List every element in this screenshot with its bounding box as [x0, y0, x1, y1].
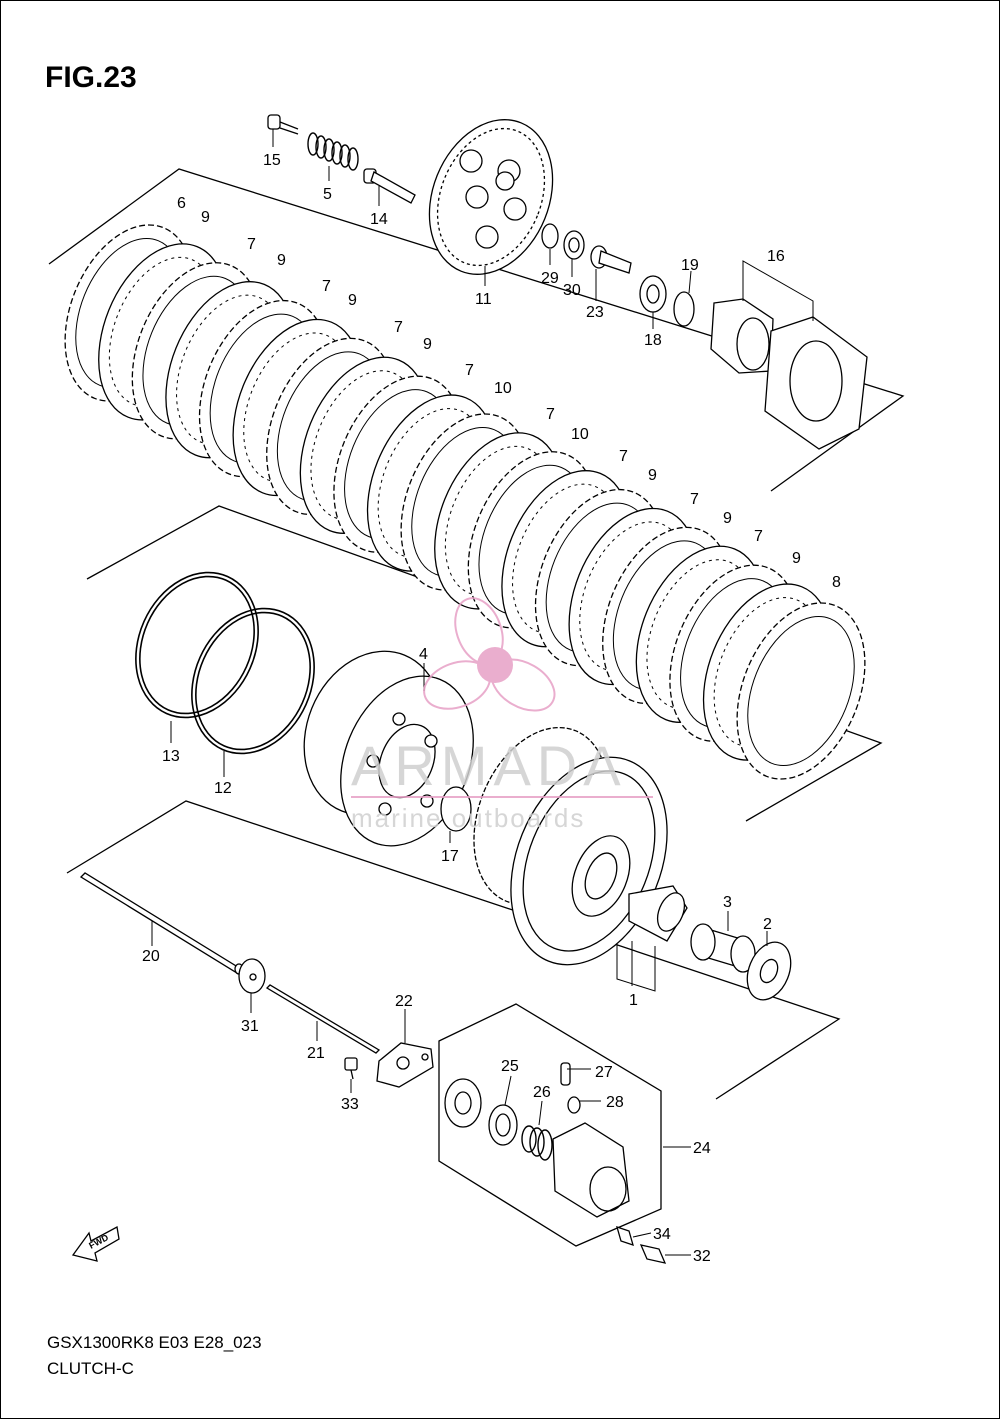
- callout-9a: 9: [201, 209, 210, 226]
- slave-cylinder-body-part-24: [552, 1122, 630, 1218]
- bolt-part-15: [267, 114, 299, 135]
- callout-3: 3: [723, 894, 732, 911]
- spring-part-5: [307, 132, 359, 171]
- spring-part-26: [521, 1125, 553, 1161]
- watermark-brand: ARMADA: [351, 734, 627, 797]
- clutch-plate-stack: [64, 224, 866, 780]
- friction-plate: [736, 602, 866, 780]
- callout-32: 32: [693, 1248, 711, 1265]
- nut-part-18: [639, 275, 667, 313]
- callout-25: 25: [501, 1058, 519, 1075]
- primary-driven-gear-part-1: [473, 726, 688, 966]
- callout-24: 24: [693, 1140, 711, 1157]
- watermark: ARMADA marine outboards: [351, 597, 653, 833]
- callout-7e: 7: [546, 406, 555, 423]
- callout-2: 2: [763, 916, 772, 933]
- push-rod-part-21: [265, 984, 381, 1054]
- drawing-name: CLUTCH-C: [47, 1359, 134, 1378]
- washer-part-29: [541, 223, 559, 249]
- callout-34: 34: [653, 1226, 671, 1243]
- pin-part-14: [363, 168, 416, 204]
- callout-14: 14: [370, 211, 388, 228]
- dowel-part-34: [616, 1225, 634, 1247]
- callout-9e: 9: [648, 467, 657, 484]
- callout-19: 19: [681, 257, 699, 274]
- callout-7c: 7: [394, 319, 403, 336]
- bolt-part-33: [344, 1057, 358, 1080]
- frame-top-section: [48, 168, 905, 492]
- callout-30: 30: [563, 282, 581, 299]
- wire-ring-part-13: [135, 571, 259, 719]
- callout-28: 28: [606, 1094, 624, 1111]
- callout-9d: 9: [423, 336, 432, 353]
- callout-27: 27: [595, 1064, 613, 1081]
- cover-gasket-part-22: [376, 1042, 434, 1088]
- callout-9f: 9: [723, 510, 732, 527]
- rod-part-23: [590, 245, 632, 274]
- bleeder-part-27: [560, 1062, 571, 1086]
- callout-15: 15: [263, 152, 281, 169]
- callout-7h: 7: [754, 528, 763, 545]
- callout-22: 22: [395, 993, 413, 1010]
- washer-part-19: [673, 291, 695, 327]
- callout-9g: 9: [792, 550, 801, 567]
- cap-part-28: [567, 1096, 581, 1114]
- figure-title: FIG.23: [45, 61, 137, 94]
- callout-9c: 9: [348, 292, 357, 309]
- callout-7a: 7: [247, 236, 256, 253]
- callout-26: 26: [533, 1084, 551, 1101]
- callout-31: 31: [241, 1018, 259, 1035]
- callout-1: 1: [629, 992, 638, 1009]
- callout-labels: 15 5 14 11 29 30 23 19 16 18 6 9 7 9 7 9…: [142, 152, 841, 1265]
- callout-20: 20: [142, 948, 160, 965]
- leader-lines: [151, 129, 814, 1256]
- callout-7d: 7: [465, 362, 474, 379]
- callout-6: 6: [177, 195, 186, 212]
- bearing-part-30: [563, 230, 585, 260]
- callout-10a: 10: [494, 380, 512, 397]
- callout-10b: 10: [571, 426, 589, 443]
- damper-part-16: [710, 298, 868, 450]
- bolt-part-32: [639, 1244, 667, 1264]
- callout-17: 17: [441, 848, 459, 865]
- callout-7g: 7: [690, 491, 699, 508]
- callout-8: 8: [832, 574, 841, 591]
- forward-arrow-icon: FWD: [71, 1225, 120, 1262]
- callout-16: 16: [767, 248, 785, 265]
- callout-33: 33: [341, 1096, 359, 1113]
- push-rod-part-20: [79, 872, 244, 975]
- callout-7b: 7: [322, 278, 331, 295]
- propeller-logo-icon: [423, 597, 556, 712]
- frame-slave-cylinder: [438, 1003, 662, 1247]
- callout-29: 29: [541, 270, 559, 287]
- needle-bearing-part-3: [690, 923, 756, 973]
- callout-4: 4: [419, 646, 428, 663]
- drawing-code: GSX1300RK8 E03 E28_023: [47, 1333, 262, 1352]
- callout-12: 12: [214, 780, 232, 797]
- callout-5: 5: [323, 186, 332, 203]
- callout-21: 21: [307, 1045, 325, 1062]
- callout-13: 13: [162, 748, 180, 765]
- washer-part-31: [238, 958, 266, 994]
- callout-23: 23: [586, 304, 604, 321]
- thrust-washer-part-2: [746, 941, 792, 1001]
- clutch-hub-part-4: [303, 650, 474, 847]
- pressure-plate-part-11: [428, 119, 554, 275]
- wire-ring-part-12: [191, 607, 315, 755]
- watermark-tagline: marine outboards: [351, 803, 585, 833]
- callout-9b: 9: [277, 252, 286, 269]
- callout-7f: 7: [619, 448, 628, 465]
- callout-11: 11: [475, 291, 492, 308]
- oil-seal-part-25: [444, 1078, 518, 1146]
- callout-18: 18: [644, 332, 662, 349]
